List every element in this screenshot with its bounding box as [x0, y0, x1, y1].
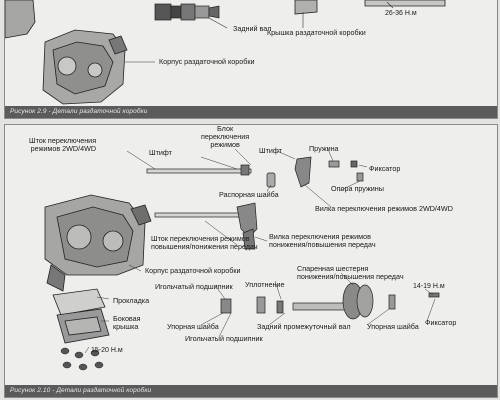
label-needle-bearing-top: Игольчатый подшипник: [155, 282, 233, 291]
label-pin-left: Штифт: [149, 148, 172, 157]
label-torque-left: 15-20 Н.м: [91, 347, 123, 354]
label-fork-range: Вилка переключения режимов понижения/пов…: [269, 232, 376, 249]
figure-caption-2-9: Рисунок 2.9 - Детали раздаточной коробки: [5, 106, 497, 118]
label-twin-gear: Спаренная шестерня понижения/повышения п…: [297, 264, 404, 281]
label-transfer-housing-top: Корпус раздаточной коробки: [159, 57, 255, 66]
label-thrust-washer-right: Упорная шайба: [367, 322, 419, 331]
label-rod-range: Шток переключения режимов повышения/пони…: [151, 234, 258, 251]
label-transfer-cover: Крышка раздаточной коробки: [267, 28, 366, 37]
label-shift-block: Блок переключения режимов: [201, 124, 250, 149]
label-gasket: Прокладка: [113, 296, 150, 305]
label-countershaft: Задний промежуточный вал: [257, 322, 351, 331]
figure-2-9: Задний вал Крышка раздаточной коробки 26…: [4, 0, 498, 119]
label-needle-bearing-bottom: Игольчатый подшипник: [185, 334, 263, 343]
label-rear-shaft: Задний вал: [233, 24, 272, 33]
label-side-cover: Боковая крышка: [113, 314, 141, 331]
label-seal: Уплотнение: [245, 280, 285, 289]
label-transfer-housing: Корпус раздаточной коробки: [145, 266, 241, 275]
label-pin-right: Штифт: [259, 146, 282, 155]
label-detent-top: Фиксатор: [369, 164, 401, 173]
figure-2-9-illustration: [5, 0, 446, 105]
label-detent-bottom: Фиксатор: [425, 318, 457, 327]
label-torque-right: 14-19 Н.м: [413, 283, 445, 290]
figure-2-10-illustration: [44, 146, 440, 371]
label-thrust-washer-left: Упорная шайба: [167, 322, 219, 331]
figure-caption-2-10: Рисунок 2.10 - Детали раздаточной коробк…: [5, 385, 497, 397]
label-spacer: Распорная шайба: [219, 190, 279, 199]
label-spring: Пружина: [309, 144, 339, 153]
label-rod-2wd-4wd: Шток переключения режимов 2WD/4WD: [29, 136, 97, 153]
label-torque-cover: 26-36 Н.м: [385, 10, 417, 17]
label-spring-seat: Опора пружины: [331, 184, 384, 193]
label-fork-2wd: Вилка переключения режимов 2WD/4WD: [315, 204, 453, 213]
figure-2-10: Шток переключения режимов 2WD/4WD Штифт …: [4, 124, 498, 398]
